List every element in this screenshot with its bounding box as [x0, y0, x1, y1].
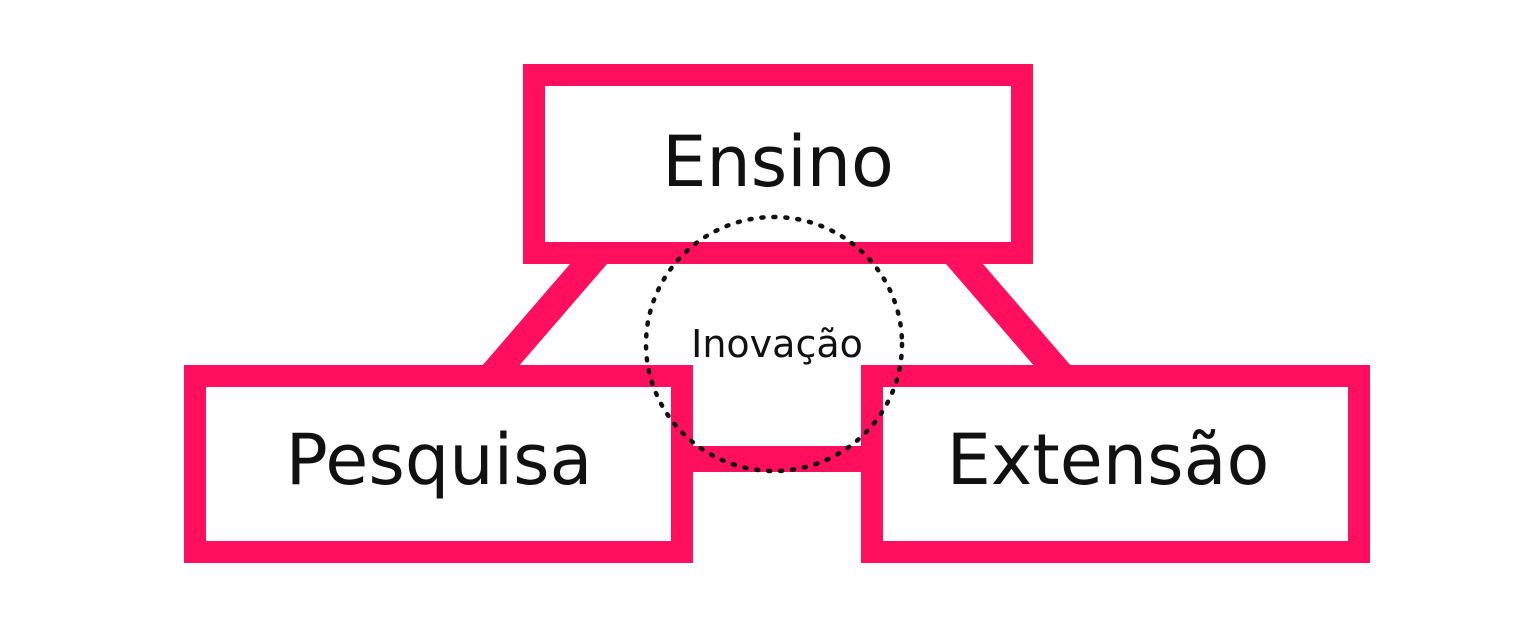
node-pesquisa-frame	[184, 365, 693, 563]
center-label: Inovação	[691, 322, 863, 366]
connector-ensino-extensao	[944, 243, 1074, 388]
node-extensao-label: Extensão	[947, 419, 1270, 501]
node-pesquisa-label: Pesquisa	[286, 419, 593, 501]
node-ensino-frame	[523, 64, 1033, 264]
node-ensino: Ensino	[523, 64, 1033, 264]
node-ensino-label: Ensino	[662, 121, 894, 203]
node-extensao-frame	[861, 365, 1370, 563]
node-pesquisa: Pesquisa	[184, 365, 693, 563]
connector-ensino-pesquisa	[479, 243, 609, 388]
node-extensao: Extensão	[861, 365, 1370, 563]
innovation-dotted-circle	[643, 214, 905, 474]
